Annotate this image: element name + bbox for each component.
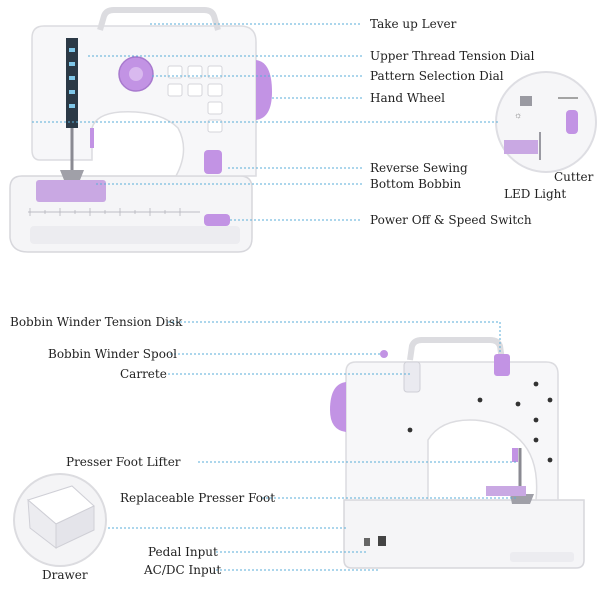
label-pedal-input: Pedal Input xyxy=(148,545,218,559)
label-led-light: LED Light xyxy=(504,187,567,201)
label-reverse-sewing: Reverse Sewing xyxy=(370,161,468,175)
label-hand-wheel: Hand Wheel xyxy=(370,91,445,105)
label-replaceable-presser-foot: Replaceable Presser Foot xyxy=(120,491,276,505)
label-upper-thread-tension-dial: Upper Thread Tension Dial xyxy=(370,49,535,63)
label-take-up-lever: Take up Lever xyxy=(370,17,457,31)
front-view-machine xyxy=(9,7,272,253)
label-bobbin-winder-spool: Bobbin Winder Spool xyxy=(48,347,177,361)
label-presser-foot-lifter: Presser Foot Lifter xyxy=(66,455,181,469)
label-ac-dc-input: AC/DC Input xyxy=(144,563,222,577)
back-view-machine xyxy=(330,337,585,569)
label-power-off-speed-switch: Power Off & Speed Switch xyxy=(370,213,532,227)
led-cutter-inset: ☼ xyxy=(495,71,597,173)
label-drawer: Drawer xyxy=(42,568,88,582)
drawer-inset xyxy=(13,473,107,567)
svg-text:☼: ☼ xyxy=(514,110,522,120)
label-bobbin-winder-tension-disk: Bobbin Winder Tension Disk xyxy=(10,315,183,329)
label-cutter: Cutter xyxy=(554,170,594,184)
label-carrete: Carrete xyxy=(120,367,167,381)
label-pattern-selection-dial: Pattern Selection Dial xyxy=(370,69,504,83)
label-bottom-bobbin: Bottom Bobbin xyxy=(370,177,462,191)
